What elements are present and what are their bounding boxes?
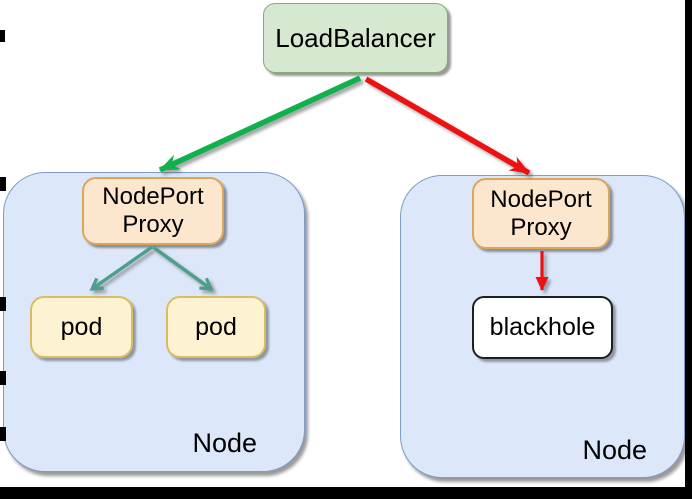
edge-lb-to-left-proxy [158,75,362,173]
nodeport-proxy-left-box: NodePort Proxy [82,177,224,245]
left-edge-artifact [0,427,6,441]
edge-lb-to-right-proxy [364,76,531,176]
bottom-edge-artifact [0,487,692,499]
left-edge-artifact [0,30,5,42]
load-balancer-box: LoadBalancer [263,3,448,73]
pod-box-1: pod [30,296,133,358]
pod-box-2: pod [166,296,266,358]
left-edge-artifact [0,371,6,385]
left-edge-artifact [0,297,6,311]
nodeport-proxy-right-box: NodePort Proxy [472,178,610,249]
blackhole-box: blackhole [472,296,613,359]
node-left-label: Node [192,428,257,458]
node-right-label: Node [582,435,647,465]
left-edge-artifact [0,177,6,191]
right-edge-artifact [685,0,692,499]
